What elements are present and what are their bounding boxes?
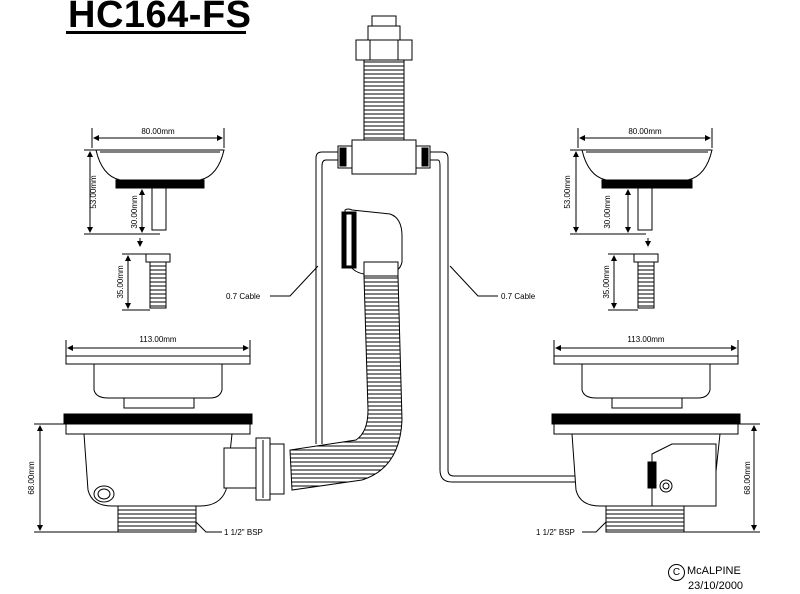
dim-basket-width-right	[577, 128, 713, 148]
dim-flange-right	[553, 340, 739, 358]
cable-right-run	[430, 151, 652, 483]
flex-hose	[289, 275, 403, 491]
leader-cable-right	[449, 265, 498, 297]
copyright-date: 23/10/2000	[688, 580, 744, 592]
screw-left	[122, 253, 171, 311]
body-right-label: 68.00mm	[743, 461, 752, 495]
screw-left-label: 35.00mm	[116, 265, 125, 299]
sink-bowl-left	[65, 355, 251, 409]
basket-height-right-label: 53.00mm	[563, 175, 572, 209]
overflow-elbow	[341, 208, 403, 277]
dim-flange-left	[65, 340, 251, 358]
copyright-company: McALPINE	[687, 565, 741, 577]
dim-basket-height-right	[570, 149, 651, 247]
waste-body-left	[63, 413, 285, 533]
flange-right-label: 113.00mm	[627, 335, 665, 344]
sink-bowl-right	[553, 355, 739, 409]
leader-cable-left	[270, 265, 319, 297]
strainer-basket-right	[581, 149, 713, 231]
drawing-title: HC164-FS	[68, 0, 252, 36]
overflow-fitting	[337, 15, 431, 175]
body-left-label: 68.00mm	[27, 461, 36, 495]
leader-bsp-right	[582, 521, 607, 533]
screw-right	[608, 253, 659, 311]
bsp-right-label: 1 1/2" BSP	[536, 528, 575, 537]
strainer-basket-left	[95, 149, 225, 231]
dim-body-left	[34, 423, 118, 533]
cable-right-label: 0.7 Cable	[501, 292, 536, 301]
cable-left-run	[315, 151, 338, 444]
dim-basket-height-left	[84, 149, 160, 247]
basket-width-left-label: 80.00mm	[141, 127, 175, 136]
dim-basket-width-left	[91, 128, 225, 148]
stem-right-label: 30.00mm	[603, 195, 612, 229]
bsp-left-label: 1 1/2" BSP	[224, 528, 263, 537]
stem-left-label: 30.00mm	[130, 195, 139, 229]
cable-left-label: 0.7 Cable	[226, 292, 261, 301]
title-underline	[66, 31, 246, 34]
flange-left-label: 113.00mm	[139, 335, 177, 344]
basket-width-right-label: 80.00mm	[628, 127, 662, 136]
copyright-symbol: C	[668, 564, 685, 581]
screw-right-label: 35.00mm	[602, 265, 611, 299]
waste-body-right	[551, 413, 741, 533]
basket-height-left-label: 53.00mm	[89, 175, 98, 209]
leader-bsp-left	[195, 521, 222, 533]
dim-body-right	[684, 423, 760, 533]
